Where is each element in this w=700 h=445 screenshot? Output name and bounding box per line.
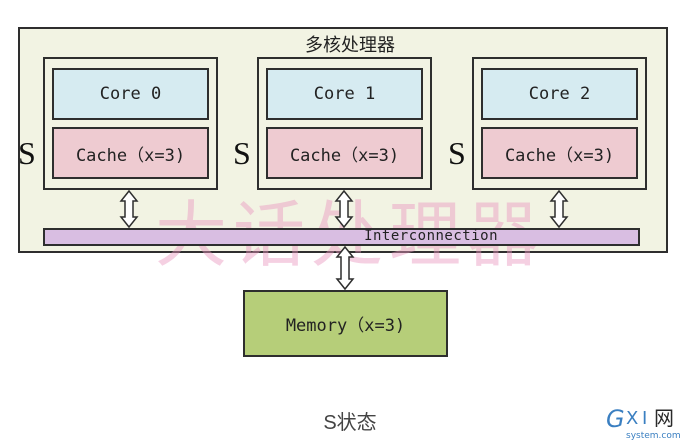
cache-1-box: Cache（x=3) bbox=[266, 127, 423, 179]
figure-caption: S状态 bbox=[323, 412, 377, 434]
cache-0-box: Cache（x=3) bbox=[52, 127, 209, 179]
arrow-core0-bus bbox=[119, 189, 139, 229]
arrow-core1-bus bbox=[334, 189, 354, 229]
core-0-box: Core 0 bbox=[52, 68, 209, 120]
core-1-box: Core 1 bbox=[266, 68, 423, 120]
arrow-core2-bus bbox=[549, 189, 569, 229]
core-2-box: Core 2 bbox=[481, 68, 638, 120]
svg-text:G: G bbox=[606, 405, 625, 433]
cache-2-box: Cache（x=3) bbox=[481, 127, 638, 179]
svg-text:网: 网 bbox=[654, 406, 674, 430]
cache-1-state: S bbox=[233, 135, 251, 171]
site-logo: G X I 网 system.com bbox=[606, 405, 681, 441]
processor-title: 多核处理器 bbox=[305, 35, 395, 56]
arrow-bus-memory bbox=[335, 245, 355, 291]
interconnection-bus bbox=[43, 228, 640, 246]
svg-text:X: X bbox=[626, 408, 638, 429]
cache-2-state: S bbox=[448, 135, 466, 171]
memory-box: Memory（x=3) bbox=[243, 290, 448, 357]
interconnection-label: Interconnection bbox=[364, 228, 498, 244]
svg-text:system.com: system.com bbox=[626, 431, 681, 441]
cache-0-state: S bbox=[18, 135, 36, 171]
svg-text:I: I bbox=[642, 408, 647, 429]
